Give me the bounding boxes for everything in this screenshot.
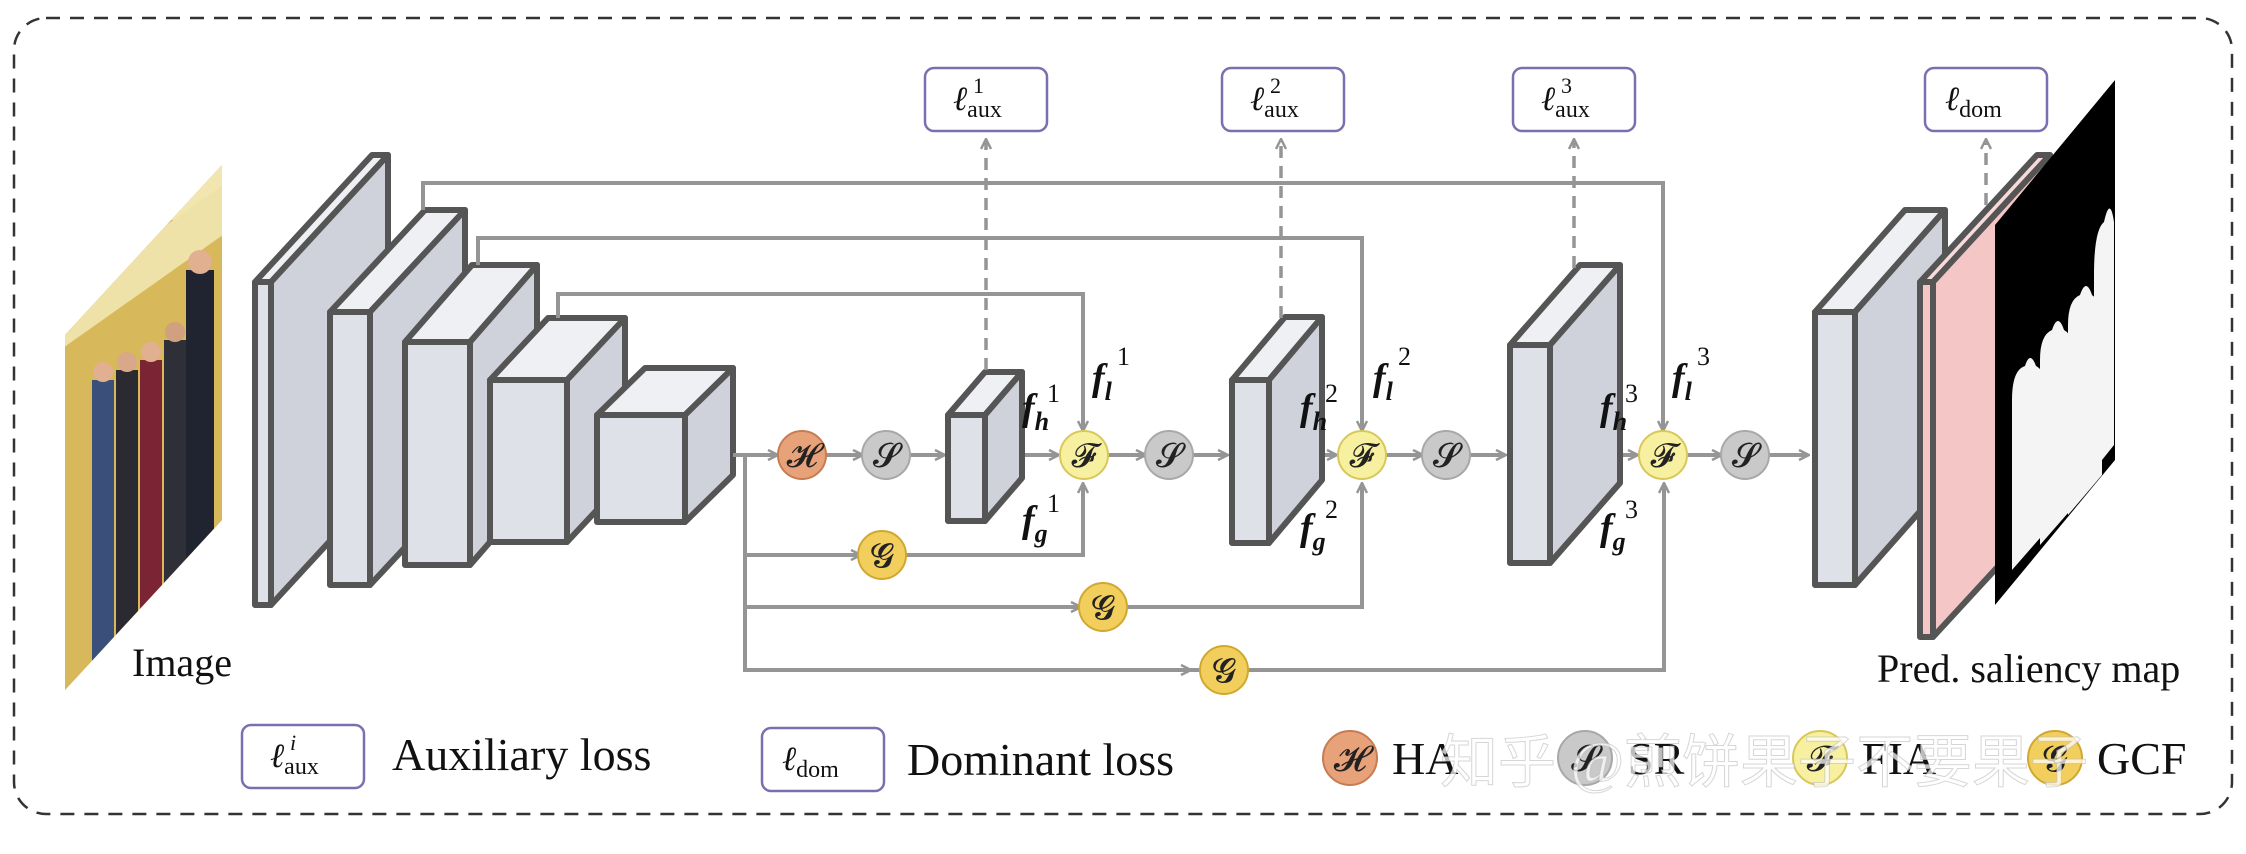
module-fia-1: 𝓕	[1059, 430, 1109, 480]
feature-high-3: fh	[1600, 387, 1627, 436]
feature-low-2: fl	[1373, 357, 1394, 406]
saliency-map: Pred. saliency map	[1877, 80, 2180, 691]
output-label: Pred. saliency map	[1877, 646, 2180, 691]
svg-text:ℓaux: ℓaux	[270, 738, 319, 780]
legend-ha: 𝓗 HA	[1322, 730, 1458, 786]
module-fia-3: 𝓕	[1638, 430, 1688, 480]
legend-aux-label: Auxiliary loss	[392, 729, 651, 780]
svg-text:ℓaux: ℓaux	[1250, 81, 1299, 123]
sr-symbol: 𝓢	[1156, 438, 1186, 475]
image-label: Image	[132, 640, 232, 685]
legend-sr: 𝓢 SR	[1557, 730, 1685, 786]
watermark: 知乎 @煎饼果子不要果子	[1440, 730, 2088, 795]
feature-low-1-index: 1	[1117, 342, 1130, 371]
legend-fia-label: FIA	[1862, 733, 1936, 784]
module-gcf-2: 𝓖	[1078, 582, 1128, 632]
feature-labels-3: fh 3 fl 3 fg 3	[1600, 342, 1710, 556]
loss-sub: dom	[1959, 97, 2002, 123]
legend-aux-loss: ℓaux i Auxiliary loss	[240, 723, 651, 790]
loss-base: ℓ	[953, 81, 967, 118]
decoder-block-3	[1507, 262, 1623, 566]
module-sr-1: 𝓢	[861, 430, 911, 480]
legend-sr-label: SR	[1628, 733, 1685, 784]
feature-global-3-index: 3	[1625, 495, 1638, 524]
decoder	[945, 152, 2053, 640]
legend-ha-label: HA	[1392, 733, 1458, 784]
legend-gcf: 𝓖 GCF	[2027, 730, 2186, 786]
feature-labels-2: fh 2 fl 2 fg 2	[1300, 342, 1411, 556]
feature-global-1-index: 1	[1047, 489, 1060, 518]
legend-gcf-symbol: 𝓖	[2042, 739, 2068, 779]
gcf-symbol: 𝓖	[1212, 653, 1236, 690]
encoder	[252, 152, 736, 608]
gcf-symbol: 𝓖	[870, 538, 894, 575]
svg-text:ℓdom: ℓdom	[1945, 81, 2002, 123]
module-fia-2: 𝓕	[1337, 430, 1387, 480]
feature-global-1: fg	[1022, 499, 1048, 548]
module-sr-4: 𝓢	[1720, 430, 1770, 480]
legend-dom-loss: ℓdom Dominant loss	[760, 726, 1174, 793]
legend-dom-label: Dominant loss	[907, 734, 1174, 785]
sr-symbol: 𝓢	[873, 438, 903, 475]
legend-gcf-label: GCF	[2097, 733, 2186, 784]
gcf-symbol: 𝓖	[1091, 590, 1115, 627]
loss-box-aux-1: ℓaux 1	[923, 66, 1049, 133]
loss-sub: aux	[1264, 97, 1299, 123]
loss-box-aux-2: ℓaux 2	[1220, 66, 1346, 133]
svg-text:ℓaux: ℓaux	[1541, 81, 1590, 123]
feature-high-1: fh	[1022, 387, 1049, 436]
feature-global-2-index: 2	[1325, 495, 1338, 524]
skip-connections	[421, 181, 1663, 430]
legend: ℓaux i Auxiliary loss ℓdom Dominant loss…	[240, 723, 2186, 793]
loss-sub: aux	[967, 97, 1002, 123]
sr-symbol: 𝓢	[1732, 438, 1762, 475]
loss-sup: 3	[1561, 73, 1572, 98]
sr-symbol: 𝓢	[1433, 438, 1463, 475]
feature-low-2-index: 2	[1398, 342, 1411, 371]
feature-high-2: fh	[1300, 387, 1327, 436]
legend-sr-symbol: 𝓢	[1571, 739, 1603, 779]
feature-low-1: fl	[1092, 357, 1113, 406]
module-sr-3: 𝓢	[1421, 430, 1471, 480]
feature-global-2: fg	[1300, 507, 1326, 556]
feature-low-3: fl	[1672, 357, 1693, 406]
loss-box-aux-3: ℓaux 3	[1511, 66, 1637, 133]
feature-labels-1: fh 1 fl 1 fg 1	[1022, 342, 1130, 548]
outer-frame	[12, 16, 2234, 816]
feature-global-3: fg	[1600, 507, 1626, 556]
encoder-block-5	[594, 365, 736, 525]
module-gcf-3: 𝓖	[1199, 645, 1249, 695]
legend-aux-sup: i	[290, 730, 296, 755]
loss-sub: aux	[1555, 97, 1590, 123]
loss-base: ℓ	[1250, 81, 1264, 118]
decoder-block-2	[1229, 314, 1325, 546]
feature-high-3-index: 3	[1625, 379, 1638, 408]
loss-sup: 2	[1270, 73, 1281, 98]
input-image: Image	[65, 165, 232, 690]
module-ha: 𝓗	[777, 430, 827, 480]
feature-high-2-index: 2	[1325, 379, 1338, 408]
loss-box-dom: ℓdom	[1923, 66, 2049, 133]
loss-base: ℓ	[1945, 81, 1959, 118]
loss-base: ℓ	[1541, 81, 1555, 118]
feature-low-3-index: 3	[1697, 342, 1710, 371]
supervision-arrows	[986, 140, 1986, 370]
feature-high-1-index: 1	[1047, 379, 1060, 408]
module-sr-2: 𝓢	[1144, 430, 1194, 480]
svg-text:ℓdom: ℓdom	[782, 741, 839, 783]
loss-sup: 1	[973, 73, 984, 98]
legend-fia: 𝓕 FIA	[1792, 730, 1936, 786]
svg-text:ℓaux: ℓaux	[953, 81, 1002, 123]
module-gcf-1: 𝓖	[857, 530, 907, 580]
decoder-block-1	[945, 369, 1025, 524]
